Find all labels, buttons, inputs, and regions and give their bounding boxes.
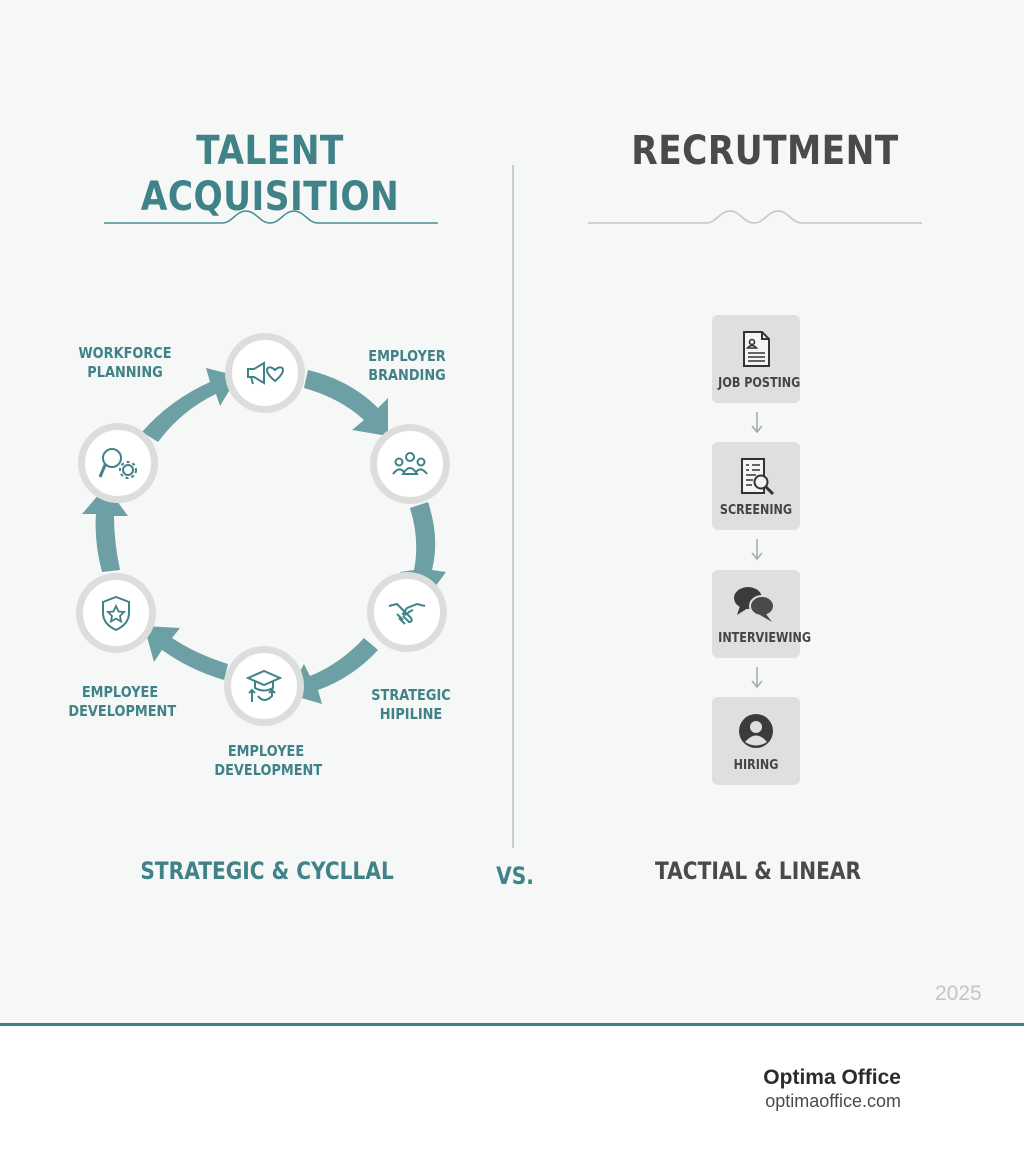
cycle-node-branding [225, 333, 305, 413]
label-line: EMPLOYER [368, 347, 446, 365]
down-arrow-icon [751, 412, 763, 434]
right-wave-divider [588, 210, 922, 224]
label-line: EMPLOYEE [227, 742, 305, 760]
step-interviewing: INTERVIEWING [712, 570, 812, 658]
cycle-node-planning [78, 423, 158, 503]
recruitment-title: RECRUTMENT [631, 128, 899, 174]
label-line: PLANNING [87, 363, 163, 381]
step-label: INTERVIEWING [718, 631, 812, 646]
label-line: DEVELOPMENT [68, 702, 177, 720]
document-magnifier-icon [741, 458, 775, 496]
cycle-node-people [370, 424, 450, 504]
vs-label: VS. [496, 862, 534, 890]
strategic-caption: STRATEGIC & CYCLLAL [140, 857, 394, 885]
handshake-icon [388, 602, 426, 625]
cycle-node-handshake [367, 572, 447, 652]
document-person-icon [743, 331, 770, 367]
tactical-caption: TACTIAL & LINEAR [654, 857, 862, 885]
label-line: EMPLOYEE [81, 683, 159, 701]
down-arrow-icon [751, 667, 763, 689]
footer-accent-line [0, 1023, 1024, 1026]
people-group-icon [392, 452, 428, 475]
step-label: HIRING [733, 758, 779, 773]
step-job-posting: JOB POSTING [712, 315, 800, 403]
label-line: BRANDING [368, 366, 446, 384]
search-gear-icon [98, 448, 137, 479]
shield-star-icon [102, 595, 130, 632]
label-line: DEVELOPMENT [214, 761, 323, 779]
label-line: HIPILINE [379, 705, 443, 723]
label-line: WORKFORCE [78, 344, 172, 362]
cycle-label-development-bottom: EMPLOYEE DEVELOPMENT [214, 742, 323, 780]
cycle-node-retention [76, 573, 156, 653]
step-screening: SCREENING [712, 442, 800, 530]
label-line: STRATEGIC [371, 686, 451, 704]
megaphone-heart-icon [247, 361, 285, 385]
footer [0, 1026, 1024, 1154]
cycle-label-development-left: EMPLOYEE DEVELOPMENT [68, 683, 177, 721]
cycle-label-branding: EMPLOYER BRANDING [360, 347, 455, 385]
step-label: JOB POSTING [718, 376, 801, 391]
brand-url[interactable]: optimaoffice.com [765, 1091, 901, 1111]
cycle-label-planning: WORKFORCE PLANNING [78, 344, 173, 382]
graduation-cap-icon [245, 669, 283, 702]
down-arrow-icon [751, 539, 763, 561]
speech-bubbles-icon [734, 587, 775, 622]
cycle-label-pipeline: STRATEGIC HIPILINE [364, 686, 459, 724]
brand-name: Optima Office [763, 1066, 901, 1089]
step-label: SCREENING [719, 503, 793, 518]
center-divider [512, 165, 514, 848]
year-label: 2025 [935, 982, 982, 1005]
person-circle-icon [739, 714, 773, 748]
talent-acquisition-title: TALENT ACQUISITION [140, 128, 400, 220]
cycle-node-development [224, 646, 304, 726]
step-hiring: HIRING [712, 697, 800, 785]
left-wave-divider [104, 210, 438, 224]
